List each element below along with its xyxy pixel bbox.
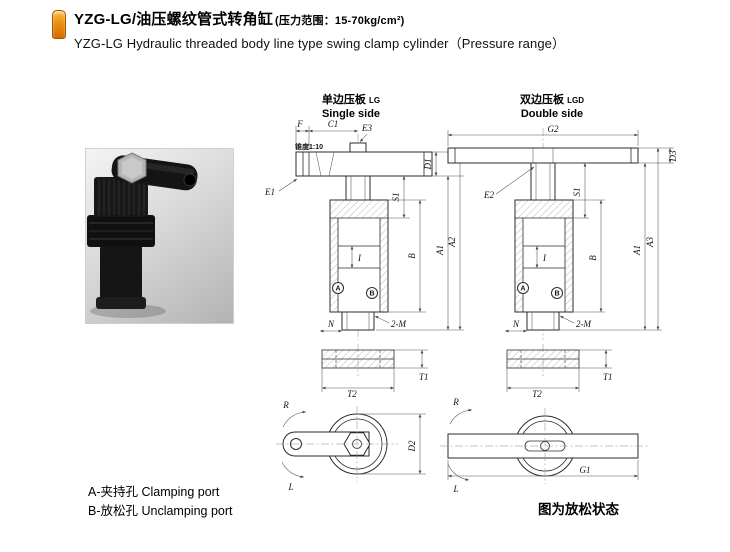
d2-dim-t1: T1 [603, 372, 613, 382]
d2-bottom-view: R L G1 [440, 397, 650, 494]
d2-dim-t2: T2 [532, 389, 542, 399]
product-photo [85, 148, 234, 324]
arm-bolt-shape [183, 173, 197, 187]
d2-front-view: A B I G2 E2 [447, 124, 678, 340]
d1-dim-c1: C1 [328, 119, 339, 129]
port-a-note: A-夹持孔 Clamping port [88, 485, 220, 499]
port-a-circle [332, 282, 344, 294]
drawing1-code: LG [368, 96, 381, 105]
d2-dim-a1: A1 [632, 245, 642, 256]
d2-port-a-label: A [520, 286, 525, 293]
d1-front-view: A B I S1 B D1 A1 A2 [264, 119, 464, 340]
header: YZG-LG/油压螺纹管式转角缸(压力范围：15-70kg/cm²) YZG-L… [52, 8, 565, 52]
port-b-note: B-放松孔 Unclamping port [88, 504, 233, 518]
d2-dim-2m: 2-M [576, 319, 591, 329]
bullet-icon [52, 10, 66, 39]
d1-dim-d2: D2 [407, 440, 417, 452]
d2-port-b-label: B [554, 291, 559, 298]
port-b-circle [366, 287, 378, 299]
d2-dim-n: N [512, 319, 520, 329]
d2-dim-b: B [588, 255, 598, 261]
d2-dim-d3: D3 [668, 150, 678, 162]
d2-dim-a3: A3 [645, 237, 655, 248]
drawing2-title-zh: 双边压板 [520, 94, 565, 106]
page-subtitle: YZG-LG Hydraulic threaded body line type… [74, 36, 566, 51]
d1-dim-i: I [357, 253, 362, 263]
d2-dim-r: R [452, 397, 459, 407]
d1-bottom-view: R L D2 [276, 400, 426, 492]
drawing1-title-en: Single side [321, 108, 381, 120]
d1-port-b-label: B [369, 291, 374, 298]
pressure-range: (压力范围：15-70kg/cm²) [275, 15, 405, 27]
cylinder-base-shape [96, 297, 146, 309]
d2-dim-i: I [542, 253, 547, 263]
d1-dim-r: R [282, 400, 289, 410]
state-note: 图为放松状态 [538, 502, 619, 517]
port-legend: A-夹持孔 Clamping port B-放松孔 Unclamping por… [88, 483, 233, 521]
d1-dim-a2: A2 [447, 237, 457, 248]
d1-port-a-label: A [335, 286, 340, 293]
d1-dim-d1: D1 [423, 159, 433, 171]
port-b-circle [551, 287, 563, 299]
hex-nut-highlight [122, 157, 142, 179]
d2-flange-section: T1 T2 [506, 344, 613, 399]
d1-dim-e3: E3 [361, 123, 372, 133]
d1-dim-a1: A1 [435, 245, 445, 256]
d1-dim-l: L [287, 482, 293, 492]
drawing2-header: 双边压板 LGD Double side [487, 91, 617, 120]
d2-dim-l: L [452, 484, 458, 494]
d1-dim-t1: T1 [419, 372, 429, 382]
d1-dim-n: N [327, 319, 335, 329]
d1-dim-f: F [296, 119, 303, 129]
d1-dim-e1: E1 [264, 187, 275, 197]
port-a-circle [517, 282, 529, 294]
drawing1-title-zh: 单边压板 [321, 94, 366, 106]
drawing1-header: 单边压板 LG Single side [286, 91, 416, 120]
d1-taper-label: 锥度1:10 [294, 142, 323, 151]
d1-dim-t2: T2 [347, 389, 357, 399]
d2-dim-g2: G2 [548, 124, 559, 134]
clamp-cylinder-photo [87, 152, 198, 318]
page-title: YZG-LG/油压螺纹管式转角缸 [74, 11, 274, 28]
d1-dim-s1: S1 [391, 193, 401, 202]
drawing2-title-en: Double side [520, 108, 584, 120]
cylinder-body-shape [100, 245, 142, 307]
d1-dim-2m: 2-M [391, 319, 406, 329]
d2-dim-e2: E2 [483, 190, 494, 200]
d2-dim-g1: G1 [580, 465, 591, 475]
d1-flange-section: T1 T2 [321, 344, 429, 399]
title-block: YZG-LG/油压螺纹管式转角缸(压力范围：15-70kg/cm²) YZG-L… [74, 8, 565, 52]
d2-dim-s1: S1 [572, 188, 582, 197]
d1-dim-b: B [407, 253, 417, 259]
knurl-texture [98, 179, 145, 215]
drawing2-code: LGD [567, 96, 584, 105]
